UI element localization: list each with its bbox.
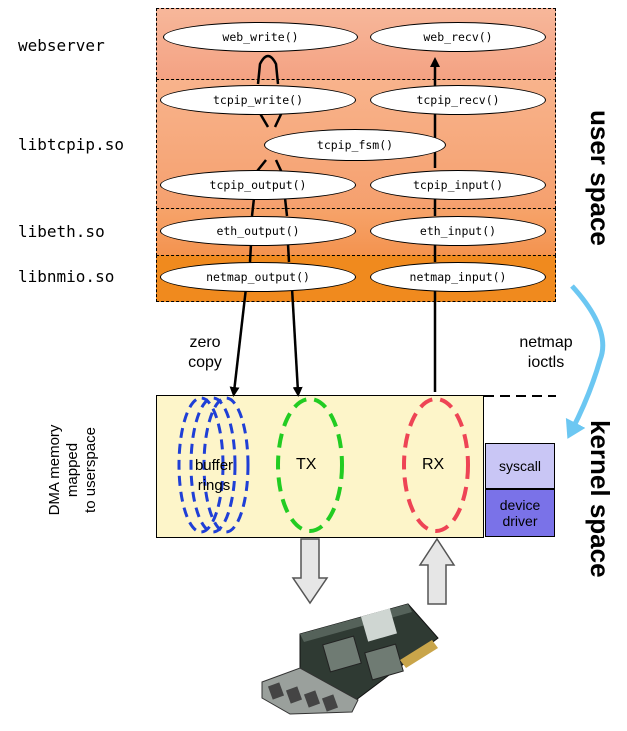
tx-path-line-5 bbox=[250, 197, 256, 217]
buffer-ring-1 bbox=[177, 396, 225, 534]
netmap-ioctls-arrow bbox=[565, 284, 606, 439]
netmap-ioctls-label: netmap ioctls bbox=[516, 333, 576, 373]
libnmio-label: libnmio.so bbox=[18, 267, 115, 286]
tx-ring bbox=[276, 397, 344, 533]
tx-to-nic-arrow bbox=[291, 538, 329, 605]
web-recv-func: web_recv() bbox=[370, 22, 546, 52]
rx-ring bbox=[402, 397, 470, 533]
syscall-box: syscall bbox=[485, 443, 555, 489]
buffer-ring-3 bbox=[202, 396, 250, 534]
dma-memory-label: DMA memory mapped to userspace bbox=[46, 390, 100, 550]
tcpip-fsm-func: tcpip_fsm() bbox=[264, 129, 446, 161]
tx-path-line-7 bbox=[248, 243, 253, 263]
tx-path-arrow bbox=[256, 54, 280, 85]
rings-text: rings bbox=[197, 477, 231, 494]
tcpip-input-func: tcpip_input() bbox=[370, 170, 546, 200]
network-card-icon bbox=[261, 603, 439, 715]
buffer-ring-2 bbox=[189, 396, 237, 534]
netmap-input-func: netmap_input() bbox=[370, 262, 546, 292]
libtcpip-label: libtcpip.so bbox=[18, 135, 124, 154]
mapped-text: mapped bbox=[64, 442, 81, 498]
to-userspace-text: to userspace bbox=[82, 427, 99, 513]
tcpip-write-func: tcpip_write() bbox=[160, 85, 356, 115]
zero-copy-label: zero copy bbox=[180, 333, 230, 373]
kernel-space-label: kernel space bbox=[585, 420, 615, 578]
tx-arrow bbox=[290, 287, 303, 397]
user-space-label: user space bbox=[585, 110, 615, 246]
libeth-label: libeth.so bbox=[18, 222, 105, 241]
buffer-text: buffer bbox=[194, 457, 234, 474]
rx-label: RX bbox=[422, 456, 445, 473]
ioctls-text: ioctls bbox=[527, 354, 565, 371]
dma-text: DMA memory bbox=[46, 424, 63, 516]
eth-output-func: eth_output() bbox=[160, 216, 356, 246]
device-label: device bbox=[499, 497, 541, 513]
nic-to-rx-arrow bbox=[418, 537, 456, 605]
tx-path-line-6 bbox=[283, 197, 289, 217]
web-write-func: web_write() bbox=[163, 22, 358, 52]
driver-label: driver bbox=[502, 513, 538, 529]
netmap-text: netmap bbox=[519, 334, 573, 351]
zero-text: zero bbox=[189, 334, 221, 351]
eth-input-func: eth_input() bbox=[370, 216, 546, 246]
tx-label: TX bbox=[296, 456, 317, 473]
tx-path-line-8 bbox=[286, 243, 291, 263]
copy-text: copy bbox=[188, 354, 222, 371]
syscall-label: syscall bbox=[498, 458, 541, 474]
tcpip-output-func: tcpip_output() bbox=[160, 170, 356, 200]
buffer-rings-label: buffer rings bbox=[186, 456, 242, 496]
webserver-label: webserver bbox=[18, 36, 105, 55]
device-driver-box: device driver bbox=[485, 489, 555, 537]
netmap-output-func: netmap_output() bbox=[160, 262, 356, 292]
zero-copy-arrow bbox=[229, 287, 248, 397]
tcpip-recv-func: tcpip_recv() bbox=[370, 85, 546, 115]
